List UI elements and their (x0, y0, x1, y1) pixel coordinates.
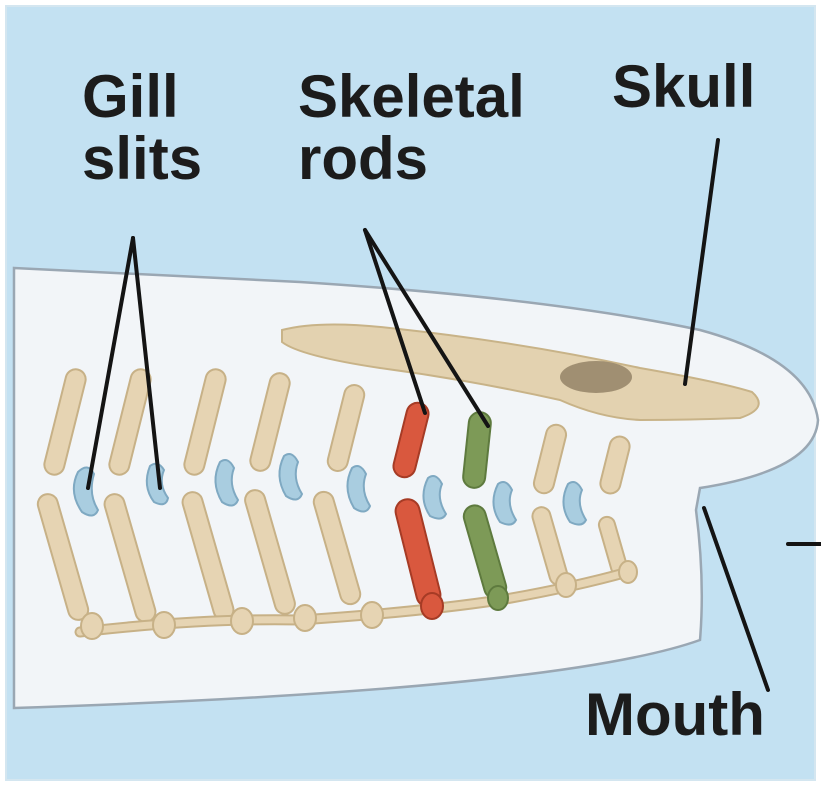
skeletal-rods-label: Skeletal rods (298, 66, 525, 190)
gill-label-line2: slits (82, 128, 202, 190)
red-rod-joint (421, 593, 443, 619)
gill-slits-label: Gill slits (82, 66, 202, 190)
gill-label-line1: Gill (82, 66, 202, 128)
green-rod-joint (488, 586, 508, 610)
skeletal-label-line1: Skeletal (298, 66, 525, 128)
skull-eye-socket (560, 361, 632, 393)
mouth-label: Mouth (585, 684, 765, 746)
skeletal-label-line2: rods (298, 128, 525, 190)
skull-label: Skull (612, 56, 755, 118)
